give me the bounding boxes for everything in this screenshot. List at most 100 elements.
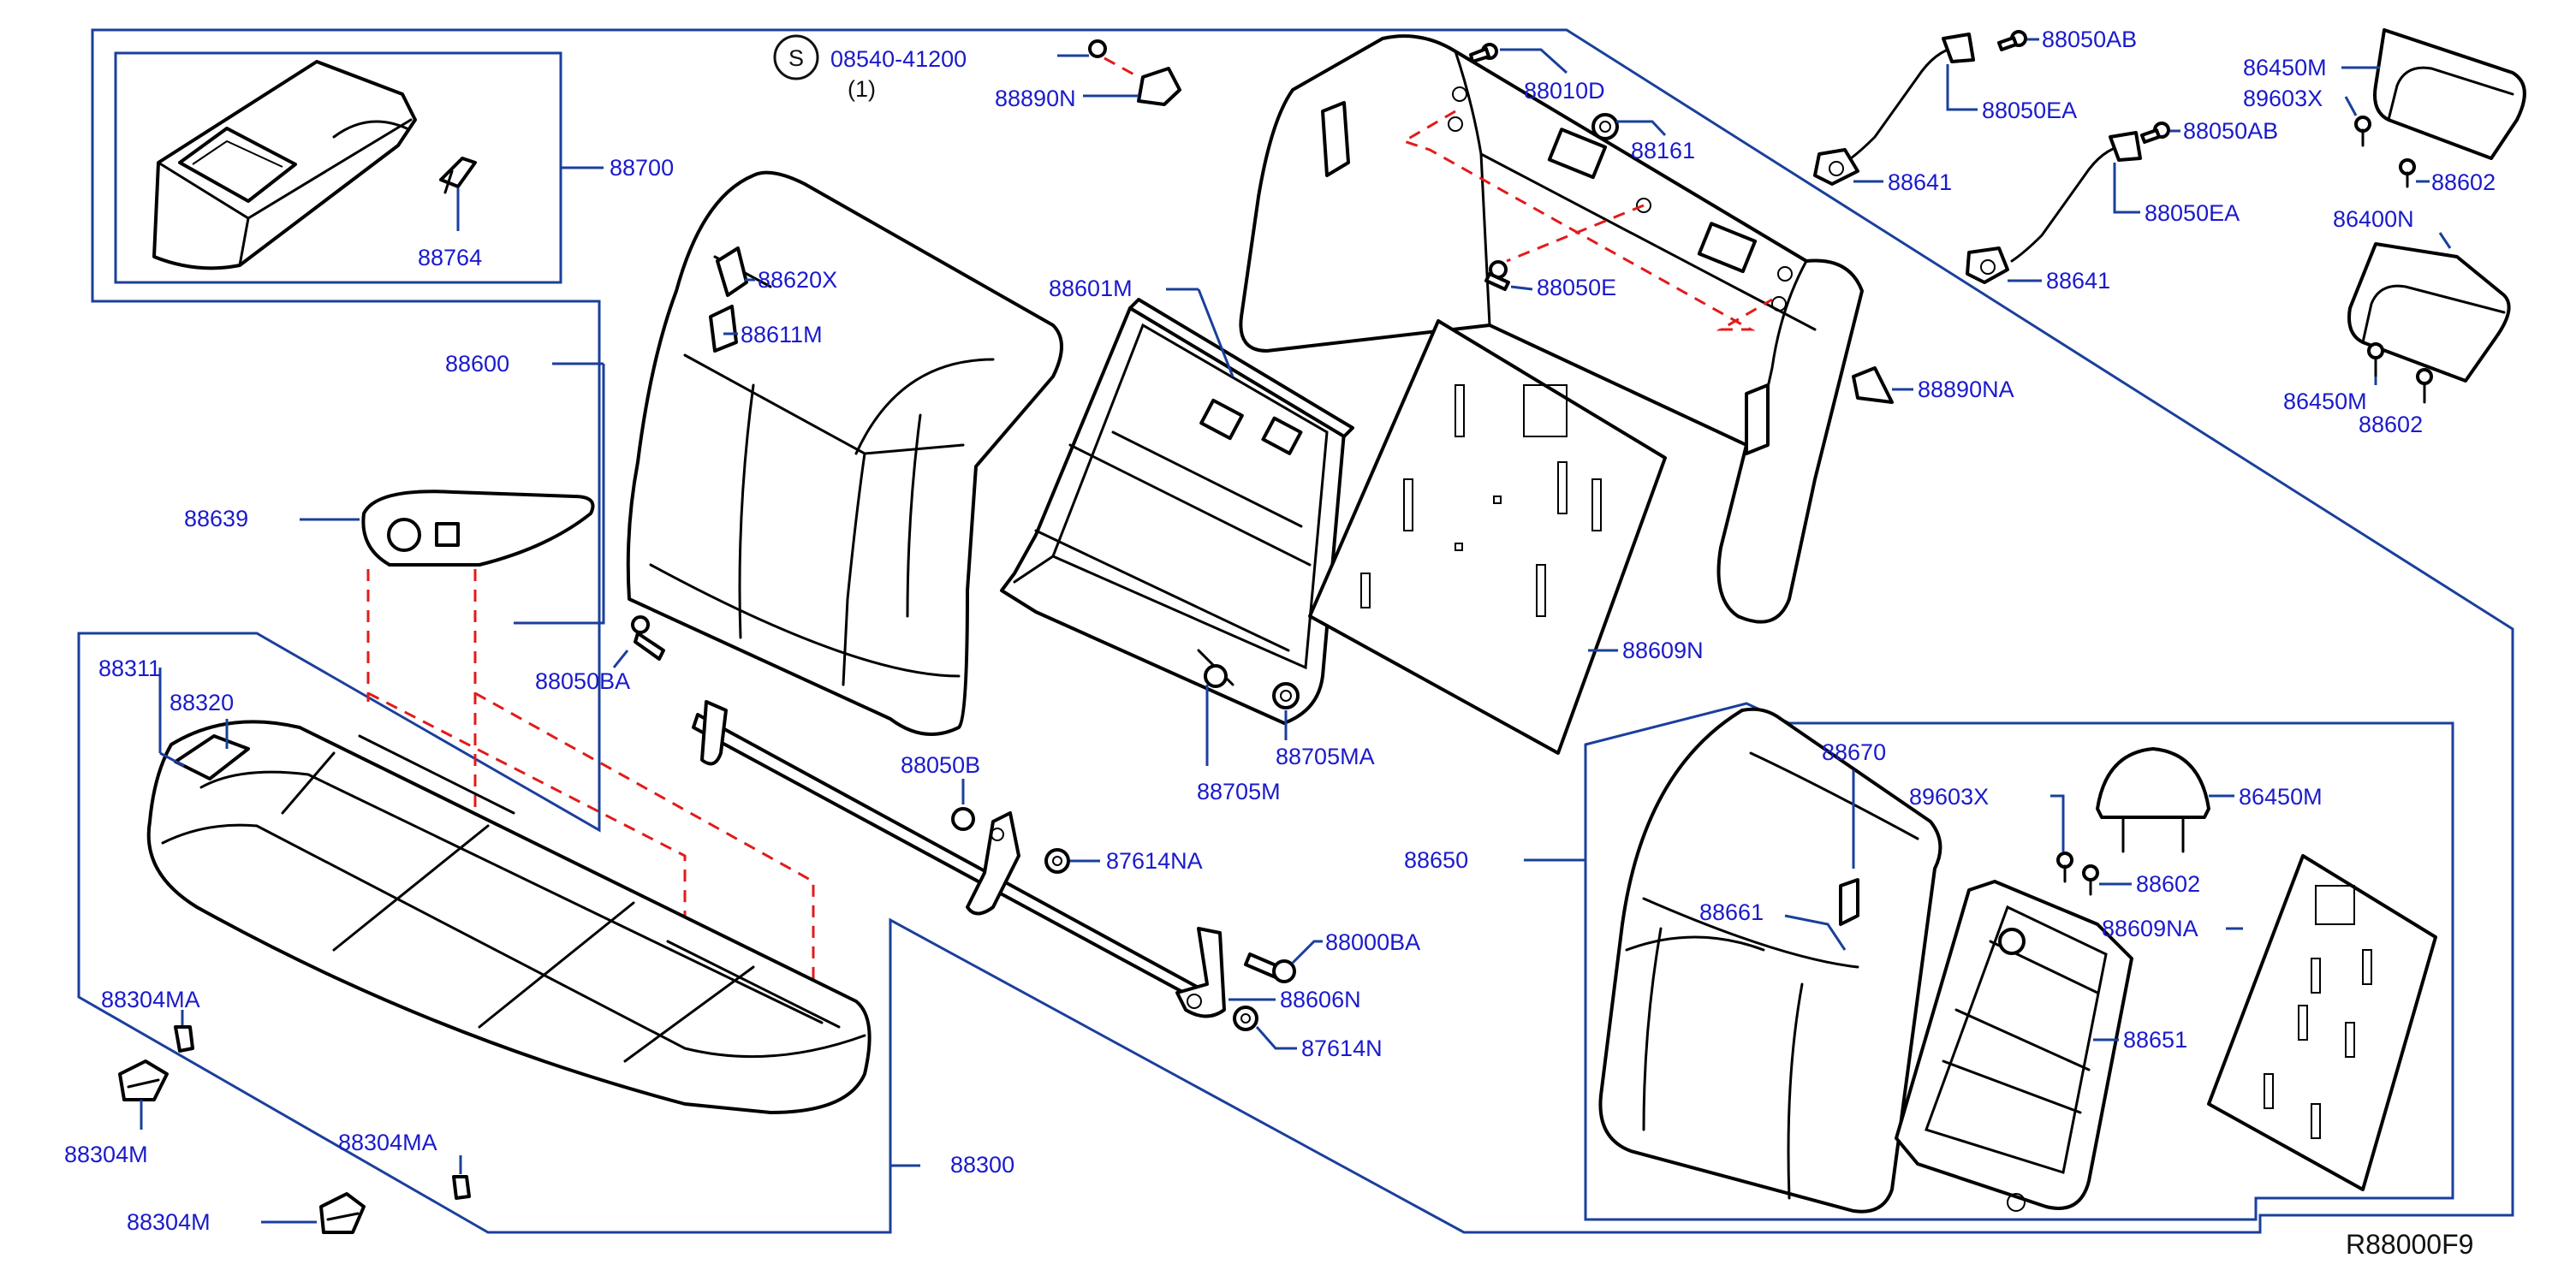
label-89603X-b: 89603X <box>1909 784 1989 810</box>
guide-88602-c[interactable] <box>2082 864 2099 896</box>
label-87614N: 87614N <box>1301 1036 1383 1061</box>
guide-88602-a[interactable] <box>2399 158 2416 188</box>
label-88161: 88161 <box>1631 138 1695 163</box>
hook-88890NA[interactable] <box>1852 366 1894 404</box>
label-88050AB-a: 88050AB <box>2042 27 2137 52</box>
hinge-bracket-bar[interactable] <box>692 700 1226 1018</box>
label-89603X-a: 89603X <box>2243 86 2323 111</box>
label-88601M: 88601M <box>1049 276 1133 301</box>
label-88606N: 88606N <box>1280 987 1361 1012</box>
cushion-latch-88320[interactable] <box>174 734 250 780</box>
seatback-right-88650[interactable] <box>1598 707 1942 1214</box>
trim-board-88609N[interactable] <box>1308 319 1667 755</box>
label-88670: 88670 <box>1822 739 1886 765</box>
label-88304M-b: 88304M <box>127 1209 211 1235</box>
label-88304M-a: 88304M <box>64 1142 148 1167</box>
label-88609N: 88609N <box>1622 638 1704 663</box>
guide-89603X-b[interactable] <box>2056 852 2073 883</box>
label-88311: 88311 <box>98 656 161 681</box>
label-88890N: 88890N <box>995 86 1076 111</box>
label-86400N: 86400N <box>2333 206 2414 232</box>
bolt-88050BA[interactable] <box>631 615 665 661</box>
nut-87614NA[interactable] <box>1044 848 1070 874</box>
grommet-88161[interactable] <box>1591 113 1619 140</box>
headrest-86450M-a[interactable] <box>2373 28 2526 160</box>
headrest-86450M-c[interactable] <box>2096 747 2210 853</box>
label-88890NA: 88890NA <box>1918 377 2014 402</box>
bushing-88705M[interactable] <box>1204 664 1228 688</box>
clip-88050E[interactable] <box>1484 260 1510 291</box>
label-88300: 88300 <box>950 1152 1014 1178</box>
label-88600: 88600 <box>445 351 509 377</box>
seatback-frame-88651[interactable] <box>1895 880 2133 1212</box>
bushing-88705MA[interactable] <box>1272 682 1300 709</box>
screw-quantity: (1) <box>848 76 876 102</box>
label-88661: 88661 <box>1699 899 1764 925</box>
label-88611M: 88611M <box>741 322 823 347</box>
s-symbol-letter: S <box>788 45 804 71</box>
headrest-86400N[interactable] <box>2347 242 2511 383</box>
seatback-panel[interactable] <box>1239 34 1864 624</box>
s-symbol <box>773 34 819 80</box>
clip-88764[interactable] <box>439 157 477 194</box>
trim-board-88609NA[interactable] <box>2207 854 2437 1191</box>
label-86450M-a: 86450M <box>2243 55 2327 80</box>
seatback-left-cushion[interactable] <box>626 170 1063 736</box>
screw-part-number: 08540-41200 <box>830 46 967 72</box>
label-87614NA: 87614NA <box>1106 848 1203 874</box>
label-88651: 88651 <box>2123 1027 2187 1053</box>
label-88304MA-b: 88304MA <box>338 1130 437 1155</box>
label-88705MA: 88705MA <box>1276 744 1375 769</box>
guide-88602-b[interactable] <box>2416 368 2433 404</box>
clip-88304M-a[interactable] <box>118 1059 169 1101</box>
label-88602-a: 88602 <box>2431 169 2496 195</box>
guide-86450M-b[interactable] <box>2367 342 2384 378</box>
label-88650: 88650 <box>1404 847 1468 873</box>
label-88705M: 88705M <box>1197 779 1281 804</box>
diagram-code: R88000F9 <box>2346 1229 2473 1260</box>
label-88010D: 88010D <box>1524 78 1605 104</box>
label-88304MA-a: 88304MA <box>101 987 200 1012</box>
label-88620X: 88620X <box>758 267 837 293</box>
label-88050B: 88050B <box>901 752 980 778</box>
label-88050AB-b: 88050AB <box>2183 118 2278 144</box>
label-88000BA: 88000BA <box>1325 929 1420 955</box>
nut-88050B[interactable] <box>951 807 975 831</box>
belt-anchor-88641-b[interactable] <box>1966 131 2142 284</box>
label-88050EA-b: 88050EA <box>2145 200 2240 226</box>
bolt-88010D[interactable] <box>1469 43 1498 63</box>
clip-88304MA-a[interactable] <box>174 1025 194 1053</box>
label-88320: 88320 <box>170 690 234 715</box>
bolt-88050AB-a[interactable] <box>1997 30 2027 51</box>
guide-89603X-a[interactable] <box>2354 116 2371 147</box>
label-88609NA: 88609NA <box>2102 916 2198 941</box>
label-88602-c: 88602 <box>2136 871 2200 897</box>
seat-cushion-88300[interactable] <box>146 720 872 1114</box>
label-88764: 88764 <box>418 245 482 270</box>
bolt-88050AB-b[interactable] <box>2140 122 2170 144</box>
screw-icon[interactable] <box>1088 39 1107 58</box>
label-88050EA-a: 88050EA <box>1982 98 2077 123</box>
armrest-88700[interactable] <box>152 60 417 270</box>
label-88641-b: 88641 <box>2046 268 2110 294</box>
label-88050BA: 88050BA <box>535 668 630 694</box>
escutcheon-88611M[interactable] <box>709 305 738 353</box>
label-88639: 88639 <box>184 506 248 531</box>
latch-cover-88620X[interactable] <box>716 246 748 297</box>
bolt-88000BA[interactable] <box>1244 952 1296 983</box>
clip-88304M-b[interactable] <box>319 1192 366 1234</box>
belt-anchor-88641-a[interactable] <box>1813 33 1975 186</box>
label-88050E: 88050E <box>1537 275 1616 300</box>
main-frame-outline <box>77 28 2514 1234</box>
armrest-cover-88639[interactable] <box>361 490 595 567</box>
label-86450M-b: 86450M <box>2283 389 2367 414</box>
hook-88890N[interactable] <box>1137 67 1181 106</box>
label-88602-b: 88602 <box>2359 412 2423 437</box>
clip-88304MA-b[interactable] <box>452 1175 471 1200</box>
label-88641-a: 88641 <box>1888 169 1952 195</box>
seatback-frame-88601M[interactable] <box>1000 298 1354 725</box>
label-86450M-c: 86450M <box>2239 784 2323 810</box>
latch-88661[interactable] <box>1839 878 1859 926</box>
nut-87614N[interactable] <box>1233 1006 1258 1031</box>
